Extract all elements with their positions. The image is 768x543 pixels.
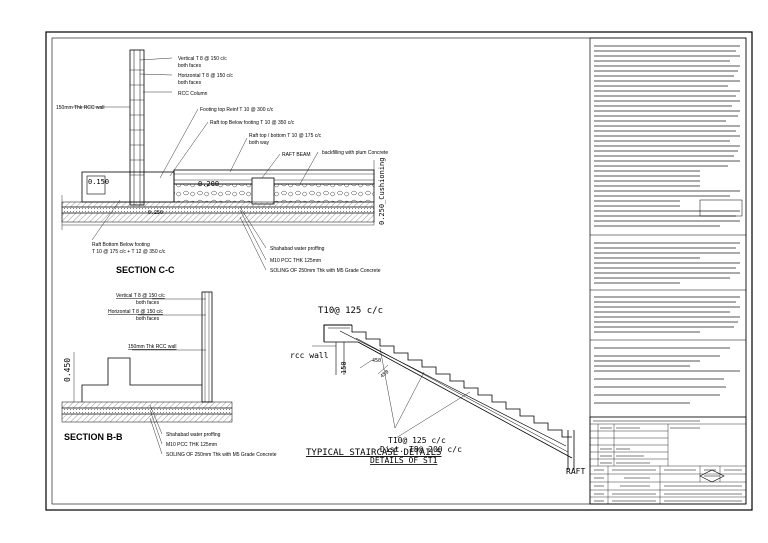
label-bb-rcc-wall: 150mm Thk RCC wall xyxy=(128,344,177,350)
label-bb-vertical-bars: Vertical T 8 @ 150 c/c xyxy=(116,293,165,299)
label-rcc-wall: 150mm Thk RCC wall xyxy=(56,105,105,111)
label-both-faces-2: both faces xyxy=(178,80,202,86)
stair-main-title: TYPICAL STAIRCASE DETAILS xyxy=(306,448,441,458)
label-bb-both-faces-1: both faces xyxy=(136,300,160,306)
label-footing-top-reinf: Footing top Reinf T 10 @ 300 c/c xyxy=(200,107,274,113)
label-raft-beam: RAFT BEAM xyxy=(282,152,311,158)
stair-dist-label: Dist. T8@ 200 c/c xyxy=(380,445,462,454)
dim-0-200: 0.200 xyxy=(198,180,219,188)
label-bb-waterproofing: Shahabad water proffing xyxy=(166,432,221,438)
title-block xyxy=(589,416,747,505)
label-waterproofing: Shahabad water proffing xyxy=(270,246,325,252)
label-backfilling: backfilling with plum Concrete xyxy=(322,150,388,156)
label-raft-top-bottom: Raft top / bottom T 10 @ 175 c/c xyxy=(249,133,322,139)
notes-panel xyxy=(589,37,747,505)
section-c-c-title: SECTION C-C xyxy=(116,265,175,275)
dim-cushioning: 0.250_Cushioning xyxy=(378,158,386,225)
label-rcc-column: RCC Column xyxy=(178,91,208,97)
stair-raft-label: RAFT xyxy=(566,467,585,476)
label-soling: SOLING OF 250mm Thk with M5 Grade Concre… xyxy=(270,268,381,274)
section-b-b-title: SECTION B-B xyxy=(64,432,123,442)
stair-dim-450: 450 xyxy=(372,358,381,364)
label-pcc: M10 PCC THK 125mm xyxy=(270,258,321,264)
label-bb-horizontal-bars: Horizontal T 8 @ 150 c/c xyxy=(108,309,163,315)
label-both-faces-1: both faces xyxy=(178,63,202,69)
section-b-b: Vertical T 8 @ 150 c/c both faces Horizo… xyxy=(61,291,277,458)
label-bb-pcc: M10 PCC THK 125mm xyxy=(166,442,217,448)
label-both-way: both way xyxy=(249,140,270,146)
stair-bar-label: T10@ 125 c/c xyxy=(388,436,446,445)
stair-top-bar-label: T10@ 125 c/c xyxy=(318,306,383,316)
label-raft-top-below-footing: Raft top Below footing T 10 @ 350 c/c xyxy=(210,120,295,126)
dim-0-150: 0.150 xyxy=(88,178,109,186)
general-notes-text xyxy=(594,45,740,227)
sheet-border xyxy=(45,31,753,511)
section-c-c: Vertical T 8 @ 150 c/c both faces Horizo… xyxy=(56,49,388,275)
label-raft-bottom: Raft Bottom Below footing xyxy=(92,242,150,248)
label-horizontal-bars: Horizontal T 8 @ 150 c/c xyxy=(178,73,233,79)
label-bb-both-faces-2: both faces xyxy=(136,316,160,322)
stair-rcc-wall-label: rcc wall xyxy=(290,351,329,360)
stair-dim-450b: 450 xyxy=(379,369,390,379)
dim-0-250: 0.250 xyxy=(148,210,163,216)
label-raft-bottom-bars: T 10 @ 175 c/c + T 12 @ 350 c/c xyxy=(92,249,166,255)
stair-dim-150: 150 xyxy=(340,361,348,374)
label-bb-soling: SOLING OF 250mm Thk with M5 Grade Concre… xyxy=(166,452,277,458)
dim-0-450: 0.450 xyxy=(63,358,72,382)
label-vertical-bars: Vertical T 8 @ 150 c/c xyxy=(178,56,227,62)
stair-details-label: DETAILS OF ST1 xyxy=(370,456,438,465)
firm-logo xyxy=(699,469,725,483)
staircase-detail: T10@ 125 c/c rcc wall 150 450 450 T10@ 1… xyxy=(290,306,585,476)
